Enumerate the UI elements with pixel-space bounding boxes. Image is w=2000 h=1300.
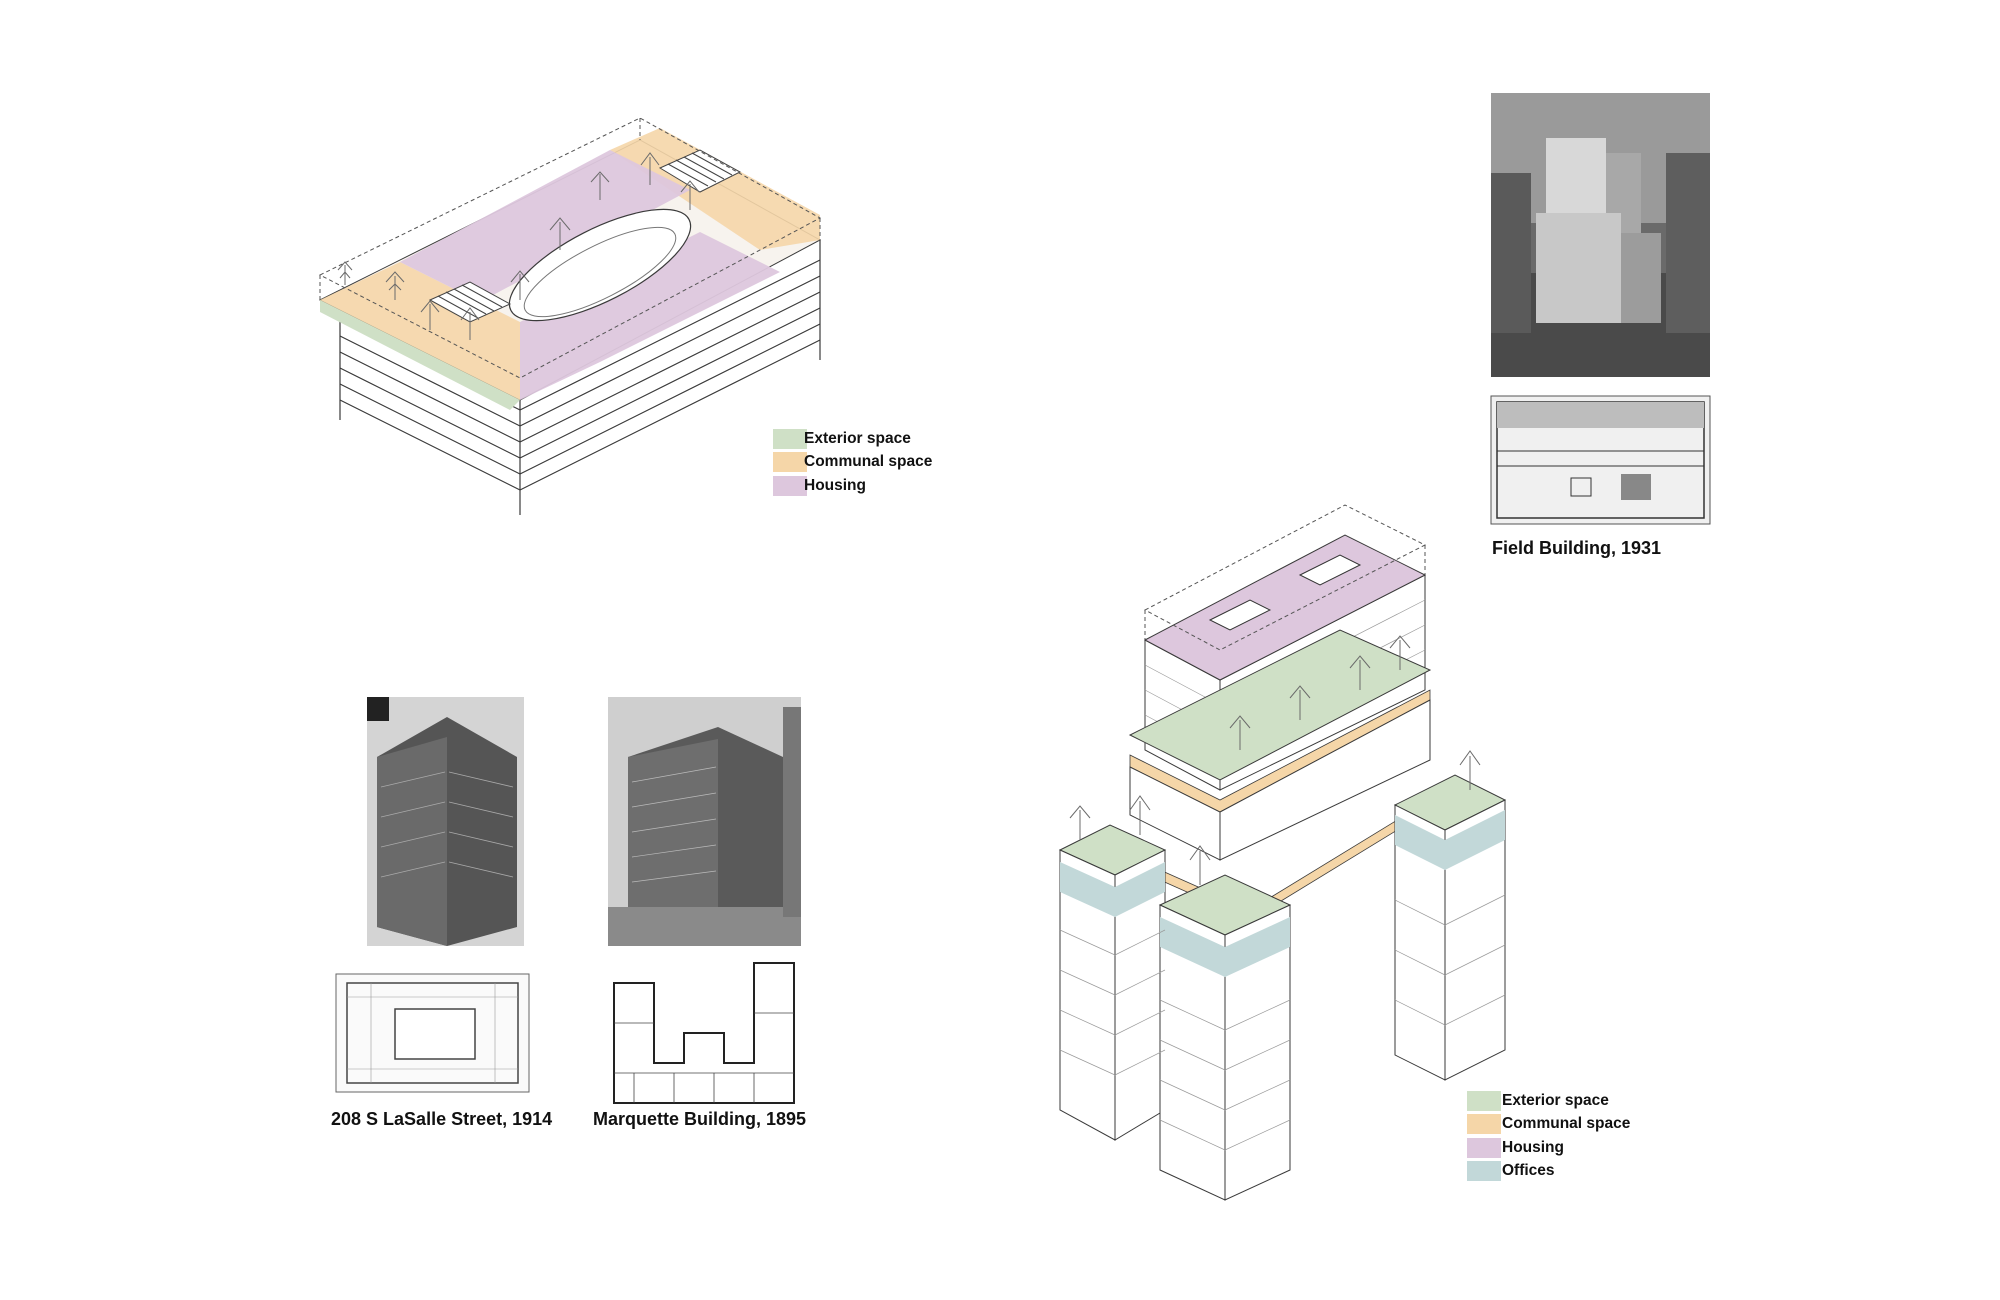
legend-item-communal: Communal space — [1467, 1113, 1630, 1137]
legend-label: Communal space — [1502, 1115, 1631, 1133]
legend-label: Exterior space — [804, 429, 911, 447]
marquette-photo — [608, 697, 801, 946]
legend-item-offices: Offices — [1467, 1160, 1630, 1184]
legend-item-housing: Housing — [773, 474, 932, 498]
offices-band-front — [1160, 917, 1290, 977]
canopy-bottom — [428, 281, 512, 323]
canopy-top — [658, 149, 742, 193]
legend-label: Housing — [804, 476, 866, 494]
terrace-mid-exterior — [1128, 629, 1432, 781]
swatch-communal — [1467, 1114, 1501, 1135]
caption-lasalle: 208 S LaSalle Street, 1914 — [331, 1109, 553, 1129]
tower-mid-right-face — [1219, 699, 1431, 861]
legend-item-communal: Communal space — [773, 451, 932, 475]
legend-courtyard-block: Exterior space Communal space Housing — [773, 427, 932, 498]
legend-tower: Exterior space Communal space Housing Of… — [1467, 1089, 1630, 1183]
lasalle-plan — [335, 973, 530, 1093]
legend-label: Communal space — [804, 453, 933, 471]
swatch-communal — [773, 452, 807, 473]
legend-label: Housing — [1502, 1138, 1564, 1156]
field-building-plan — [1490, 395, 1711, 525]
trees-left-block — [337, 152, 700, 340]
lasalle-photo — [367, 697, 524, 946]
caption-field-building: Field Building, 1931 — [1492, 538, 1662, 558]
legend-label: Exterior space — [1502, 1091, 1609, 1109]
swatch-housing — [1467, 1137, 1501, 1158]
legend-label: Offices — [1502, 1162, 1555, 1180]
swatch-exterior — [1467, 1090, 1501, 1111]
communal-zone-right — [610, 128, 820, 250]
envelope-dashed — [318, 117, 822, 379]
legend-item-exterior: Exterior space — [773, 427, 932, 451]
courtyard-inner — [523, 226, 677, 318]
swatch-exterior — [773, 428, 807, 449]
legend-item-exterior: Exterior space — [1467, 1089, 1630, 1113]
offices-band-right — [1395, 810, 1505, 870]
tower-floor-lines — [1059, 894, 1506, 1151]
exterior-zone — [320, 300, 520, 410]
caption-marquette: Marquette Building, 1895 — [593, 1109, 807, 1129]
offices-band-left — [1060, 862, 1165, 917]
marquette-plan — [604, 953, 804, 1113]
housing-zone-top — [400, 150, 690, 302]
legend-item-housing: Housing — [1467, 1136, 1630, 1160]
swatch-housing — [773, 475, 807, 496]
communal-zone-left — [320, 262, 520, 400]
swatch-offices — [1467, 1161, 1501, 1182]
floor-slabs — [339, 240, 821, 515]
courtyard-void — [508, 208, 692, 322]
field-building-photo — [1491, 93, 1710, 377]
tower-trees — [1069, 635, 1481, 885]
tower-front-right — [1224, 904, 1291, 1201]
